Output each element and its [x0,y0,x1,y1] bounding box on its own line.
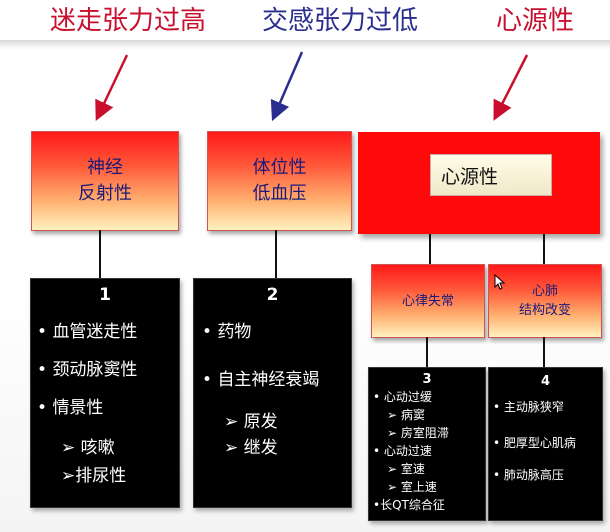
box-1-number: 1 [99,285,111,305]
box-3-item-label: 心动过缓 [383,390,432,404]
chevron-right-icon: ➢ [61,438,76,458]
box-3-subitem: ➢ 室上速 [387,478,437,495]
box-2-subitem: ➢ 继发 [224,433,278,458]
category-structural: 心肺 结构改变 [488,264,602,338]
category-reflex: 神经 反射性 [31,131,179,231]
connector-3b [543,234,545,264]
category-reflex-line1: 神经 [87,157,123,178]
bullet-icon: • [202,370,213,390]
mouse-cursor-icon [494,274,506,290]
category-orthostatic-line2: 低血压 [252,183,307,204]
category-structural-line2: 结构改变 [518,303,571,318]
box-4-item-label: 主动脉狭窄 [503,400,564,414]
category-orthostatic: 体位性 低血压 [207,131,352,231]
connector-1 [99,230,101,278]
box-1-item: • 颈动脉窦性 [37,355,137,380]
box-2-subitem: ➢ 原发 [224,407,278,432]
box-2-item-label: 药物 [217,322,252,342]
chevron-right-icon: ➢ [387,480,398,494]
box-4: 4 • 主动脉狭窄 • 肥厚型心肌病 • 肺动脉高压 [488,367,603,521]
box-3-subitem: ➢ 病窦 [387,406,425,423]
box-2: 2 • 药物 • 自主神经衰竭 ➢ 原发 ➢ 继发 [193,278,352,508]
box-4-item: • 主动脉狭窄 [493,398,564,415]
box-4-item: • 肥厚型心肌病 [493,434,576,451]
box-1-item-label: 血管迷走性 [52,322,138,342]
box-1-item-label: 情景性 [52,398,104,418]
bullet-icon: • [493,436,501,450]
box-3-item: • 心动过缓 [373,388,432,405]
box-1-subitem-label: 咳嗽 [80,438,115,458]
header-cardiac: 心源性 [496,6,575,36]
box-3-subitem: ➢ 房室阻滞 [387,424,449,441]
box-3-subitem-label: 室速 [400,462,425,476]
bullet-icon: • [373,498,381,512]
connector-3a [429,234,431,264]
box-4-item-label: 肥厚型心肌病 [503,436,576,450]
header-divider [0,40,610,50]
box-2-number: 2 [266,285,279,305]
box-1: 1 • 血管迷走性 • 颈动脉窦性 • 情景性 ➢ 咳嗽 ➢排尿性 [30,278,180,508]
bullet-icon: • [37,398,48,418]
category-orthostatic-line1: 体位性 [252,157,307,178]
box-2-subitem-label: 继发 [243,438,278,458]
header-vasovagal: 迷走张力过高 [50,6,207,36]
box-1-subitem-label: 排尿性 [75,466,127,486]
chevron-right-icon: ➢ [224,438,239,458]
category-structural-line1: 心肺 [531,284,558,299]
box-4-number: 4 [540,374,551,389]
chevron-right-icon: ➢ [61,466,76,486]
box-3-item-label: 长QT综合征 [380,498,445,512]
bullet-icon: • [373,390,381,404]
bullet-icon: • [373,444,381,458]
box-3: 3 • 心动过缓 ➢ 病窦 ➢ 房室阻滞 • 心动过速 ➢ 室速 ➢ 室上速 •… [368,367,486,521]
connector-5 [543,337,545,367]
category-arrhythmia-label: 心律失常 [401,293,454,309]
category-arrhythmia: 心律失常 [371,264,485,338]
box-4-item: • 肺动脉高压 [493,466,564,483]
box-1-item: • 血管迷走性 [37,317,137,342]
chevron-right-icon: ➢ [387,462,398,476]
bullet-icon: • [202,322,213,342]
box-3-subitem-label: 房室阻滞 [400,426,449,440]
box-2-subitem-label: 原发 [243,412,278,432]
box-3-subitem-label: 病窦 [400,408,425,422]
connector-2 [275,230,277,278]
box-1-subitem: ➢ 咳嗽 [61,433,115,458]
category-reflex-line2: 反射性 [78,183,132,204]
category-cardiac-label: 心源性 [430,154,552,196]
box-3-number: 3 [422,372,432,387]
arrow-sympathetic [270,51,304,122]
chevron-right-icon: ➢ [387,408,398,422]
header-sympathetic: 交感张力过低 [262,6,419,36]
chevron-right-icon: ➢ [224,412,239,432]
bullet-icon: • [493,468,501,482]
arrow-cardiac [493,54,529,121]
connector-4 [426,337,428,367]
box-4-item-label: 肺动脉高压 [503,468,564,482]
box-3-subitem-label: 室上速 [400,480,437,494]
box-2-item-label: 自主神经衰竭 [217,370,320,390]
box-3-item: • 心动过速 [373,442,432,459]
box-2-item: • 药物 [202,317,251,342]
bullet-icon: • [493,400,501,414]
box-3-item: •长QT综合征 [373,496,445,513]
bullet-icon: • [37,360,48,380]
bullet-icon: • [37,322,48,342]
box-1-subitem: ➢排尿性 [61,461,126,486]
arrow-vasovagal [95,54,129,122]
box-2-item: • 自主神经衰竭 [202,365,319,390]
chevron-right-icon: ➢ [387,426,398,440]
box-3-subitem: ➢ 室速 [387,460,425,477]
box-3-item-label: 心动过速 [383,444,432,458]
box-1-item: • 情景性 [37,393,103,418]
box-1-item-label: 颈动脉窦性 [52,360,138,380]
